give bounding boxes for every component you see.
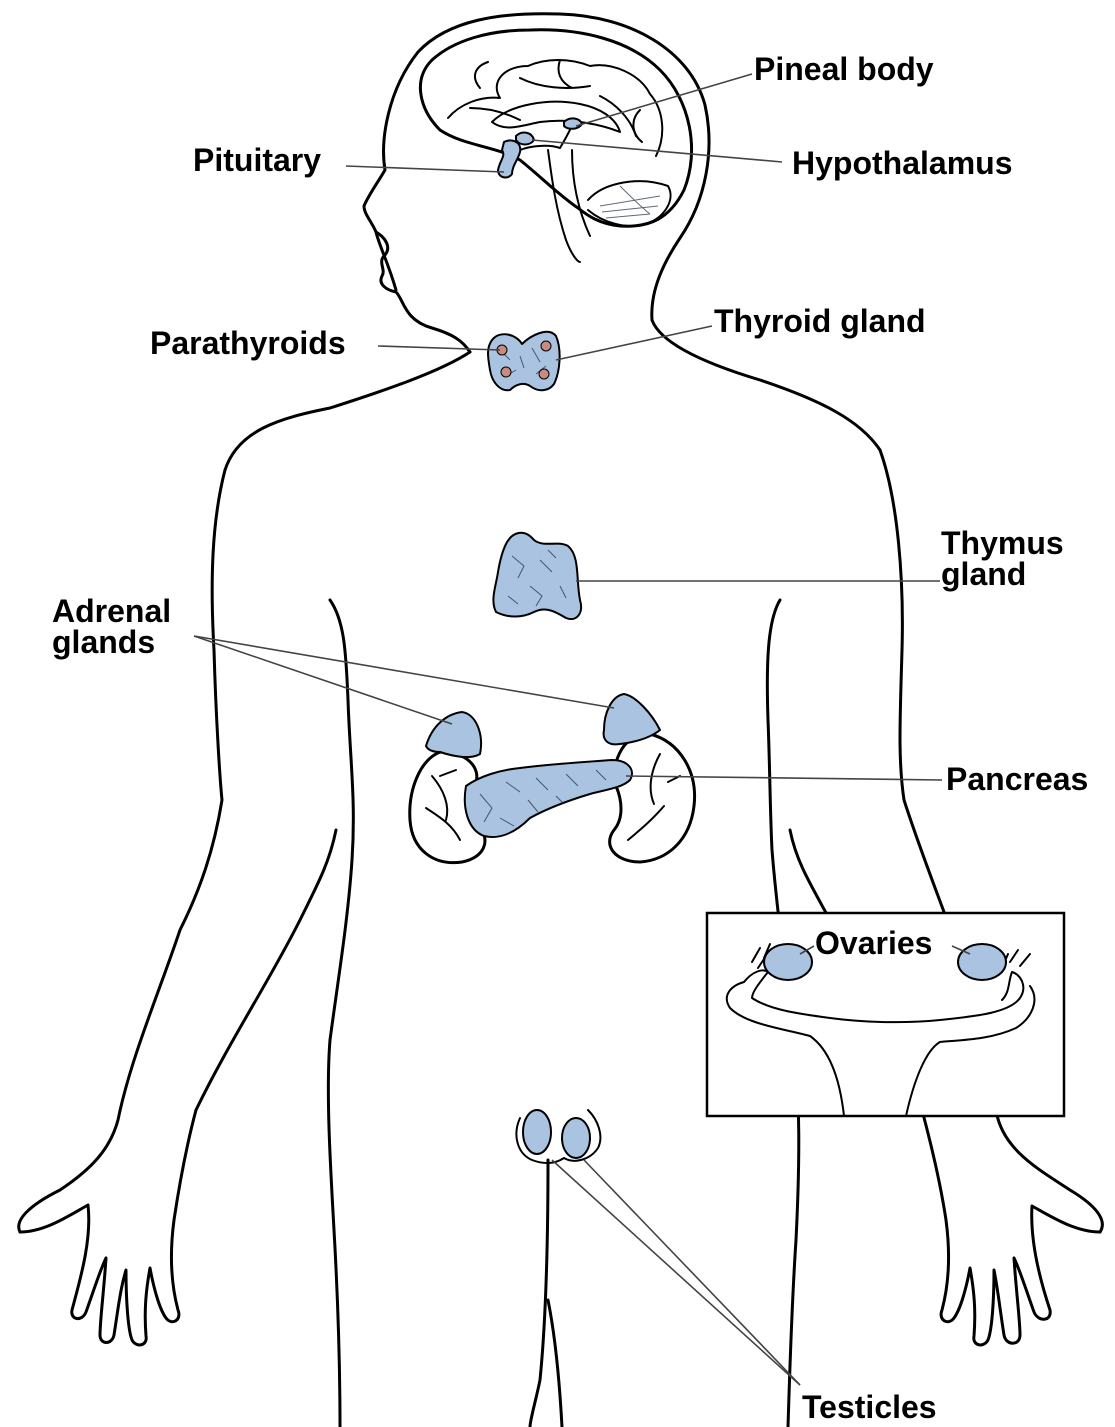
label-adrenal-line2: glands [52,627,171,658]
parathyroids-leader [378,346,500,350]
hypothalamus [516,133,534,145]
label-adrenal-glands: Adrenal glands [52,596,171,658]
cerebellum-folds [600,186,660,218]
label-pituitary: Pituitary [193,145,321,176]
parathyroid-dot [501,367,511,377]
testicles-right-leader [584,1160,800,1385]
head-outline [364,14,709,320]
pineal-body [564,118,582,128]
left-inner-arm [196,830,336,1110]
label-ovaries: Ovaries [815,928,932,959]
label-thymus-line2: gland [941,559,1064,590]
thyroid-gland [488,332,560,390]
label-parathyroids: Parathyroids [150,328,346,359]
thyroid-gland-leader [556,326,712,360]
adrenal-right-leader [194,636,614,708]
thymus-gland [493,533,581,619]
right-kidney-folds [628,754,680,840]
brainstem [548,150,590,262]
label-thymus-line1: Thymus [941,528,1064,559]
pancreas [465,760,632,837]
thyroid-group [488,332,560,390]
left-ovary [764,944,812,980]
label-thyroid-gland: Thyroid gland [714,306,926,337]
testicles-left-leader [552,1160,800,1385]
parathyroid-dot [541,341,551,351]
neck-back [652,320,880,450]
left-torso-side [328,600,353,1427]
pituitary-leader [346,166,504,172]
right-ovary [958,944,1006,980]
pineal-body-leader [576,74,752,126]
neck-front [225,352,470,470]
label-thymus-gland: Thymus gland [941,528,1064,590]
parathyroid-dot [539,369,549,379]
right-adrenal-gland [604,694,660,744]
label-adrenal-line1: Adrenal [52,596,171,627]
adrenal-left-leader [194,636,452,724]
label-testicles: Testicles [802,1392,937,1423]
face-profile [376,232,470,352]
label-pineal-body: Pineal body [754,54,934,85]
left-testicle [523,1110,551,1154]
right-testicle [562,1118,590,1158]
inner-leg-right [548,1300,562,1427]
inner-leg [530,1160,548,1427]
left-kidney-folds [426,770,460,840]
hypothalamus-leader [532,140,782,162]
label-pancreas: Pancreas [946,764,1088,795]
label-hypothalamus: Hypothalamus [792,148,1012,179]
